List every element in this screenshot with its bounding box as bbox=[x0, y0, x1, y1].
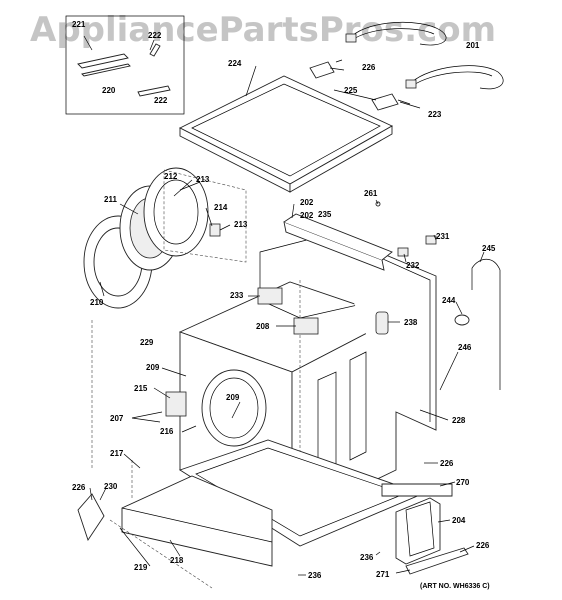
callout-210: 210 bbox=[90, 298, 104, 307]
top-panel bbox=[179, 75, 393, 193]
callout-213b: 213 bbox=[234, 220, 248, 229]
callout-236a: 236 bbox=[360, 553, 374, 562]
callout-223: 223 bbox=[428, 110, 442, 119]
callout-214: 214 bbox=[214, 203, 228, 212]
inset-box bbox=[65, 15, 185, 115]
kick-panel bbox=[77, 475, 273, 567]
callout-230: 230 bbox=[104, 482, 118, 491]
base bbox=[178, 439, 453, 547]
callout-244: 244 bbox=[442, 296, 456, 305]
callout-212: 212 bbox=[164, 172, 178, 181]
callout-271: 271 bbox=[376, 570, 390, 579]
callout-235: 235 bbox=[318, 210, 332, 219]
callout-231: 231 bbox=[436, 232, 450, 241]
callout-211: 211 bbox=[104, 195, 117, 204]
callout-245: 245 bbox=[482, 244, 496, 253]
leader-lines bbox=[89, 65, 485, 576]
callout-216: 216 bbox=[160, 427, 174, 436]
guide-lines bbox=[91, 320, 213, 589]
callout-208: 208 bbox=[256, 322, 270, 331]
callout-238: 238 bbox=[404, 318, 418, 327]
callout-233: 233 bbox=[230, 291, 244, 300]
callout-232: 232 bbox=[406, 261, 420, 270]
callout-222a: 222 bbox=[148, 31, 162, 40]
callout-215: 215 bbox=[134, 384, 148, 393]
inlet-hoses bbox=[345, 21, 504, 90]
callout-226a: 226 bbox=[362, 63, 376, 72]
callout-217: 217 bbox=[110, 449, 124, 458]
callout-220: 220 bbox=[102, 86, 116, 95]
callout-202a: 202 bbox=[300, 198, 314, 207]
callout-226d: 226 bbox=[476, 541, 490, 550]
callout-246: 246 bbox=[458, 343, 472, 352]
callout-221: 221 bbox=[72, 20, 86, 29]
callout-209a: 209 bbox=[146, 363, 160, 372]
callout-236b: 236 bbox=[308, 571, 322, 580]
callout-202b: 202 bbox=[300, 211, 314, 220]
control-board bbox=[395, 497, 469, 575]
callout-226c: 226 bbox=[440, 459, 454, 468]
callout-201: 201 bbox=[466, 41, 480, 50]
callout-261: 261 bbox=[364, 189, 378, 198]
callout-270: 270 bbox=[456, 478, 470, 487]
callout-228: 228 bbox=[452, 416, 466, 425]
art-number: (ART NO. WH6336 C) bbox=[420, 583, 490, 590]
door-assembly bbox=[83, 167, 247, 309]
callout-225: 225 bbox=[344, 86, 358, 95]
watermark-text: AppliancePartsPros.com bbox=[30, 10, 497, 50]
small-parts bbox=[165, 201, 437, 417]
drain-hose bbox=[454, 258, 501, 390]
callout-229: 229 bbox=[140, 338, 154, 347]
callout-224: 224 bbox=[228, 59, 242, 68]
top-brackets bbox=[309, 59, 411, 111]
callout-labels: 221 222 220 222 224 226 225 223 201 202 … bbox=[72, 20, 496, 590]
rail bbox=[283, 213, 393, 271]
callout-209b: 209 bbox=[226, 393, 240, 402]
callout-207: 207 bbox=[110, 414, 124, 423]
callout-226b: 226 bbox=[72, 483, 86, 492]
callout-204: 204 bbox=[452, 516, 466, 525]
callout-219: 219 bbox=[134, 563, 148, 572]
callout-218: 218 bbox=[170, 556, 184, 565]
callout-213a: 213 bbox=[196, 175, 210, 184]
callout-222b: 222 bbox=[154, 96, 168, 105]
